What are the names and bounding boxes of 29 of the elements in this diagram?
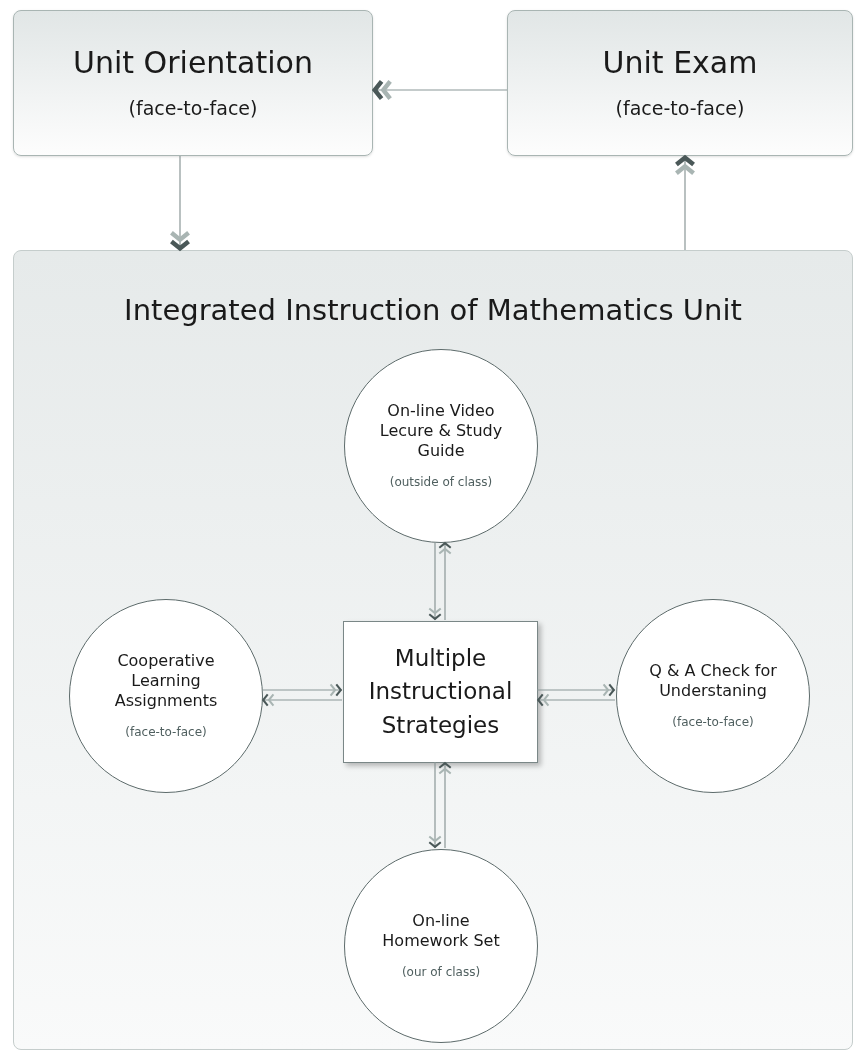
chevron-arrow xyxy=(674,155,696,251)
stage-box xyxy=(507,10,853,156)
circle-subtitle: (face-to-face) xyxy=(672,714,754,731)
chevron-arrow xyxy=(536,693,616,707)
circle-heading: On-line Homework Set xyxy=(381,911,501,951)
circle-heading: Q & A Check for Understaning xyxy=(648,661,778,701)
center-heading: Multiple Instructional Strategies xyxy=(367,644,514,740)
unit-panel xyxy=(13,250,853,1050)
box-subtitle: (face-to-face) xyxy=(128,95,258,121)
stage-box xyxy=(13,10,373,156)
circle-heading: Cooperative Learning Assignments xyxy=(113,651,219,711)
circle-subtitle: (face-to-face) xyxy=(125,724,207,741)
panel-title: Integrated Instruction of Mathematics Unit xyxy=(123,292,743,329)
box-heading: Unit Orientation xyxy=(73,44,313,82)
chevron-arrow xyxy=(169,155,191,251)
chevron-arrow xyxy=(536,683,616,697)
chevron-arrow xyxy=(428,541,442,621)
circle-subtitle: (outside of class) xyxy=(389,474,493,491)
box-subtitle: (face-to-face) xyxy=(615,95,745,121)
circle-subtitle: (our of class) xyxy=(401,964,481,981)
circle-heading: On-line Video Lecure & Study Guide xyxy=(378,401,504,461)
chevron-arrow xyxy=(372,79,508,101)
center-box xyxy=(343,621,538,763)
box-heading: Unit Exam xyxy=(602,44,758,82)
chevron-arrow xyxy=(438,541,452,621)
chevron-arrow xyxy=(261,693,343,707)
chevron-arrow xyxy=(261,683,343,697)
chevron-arrow xyxy=(428,761,442,849)
chevron-arrow xyxy=(438,761,452,849)
